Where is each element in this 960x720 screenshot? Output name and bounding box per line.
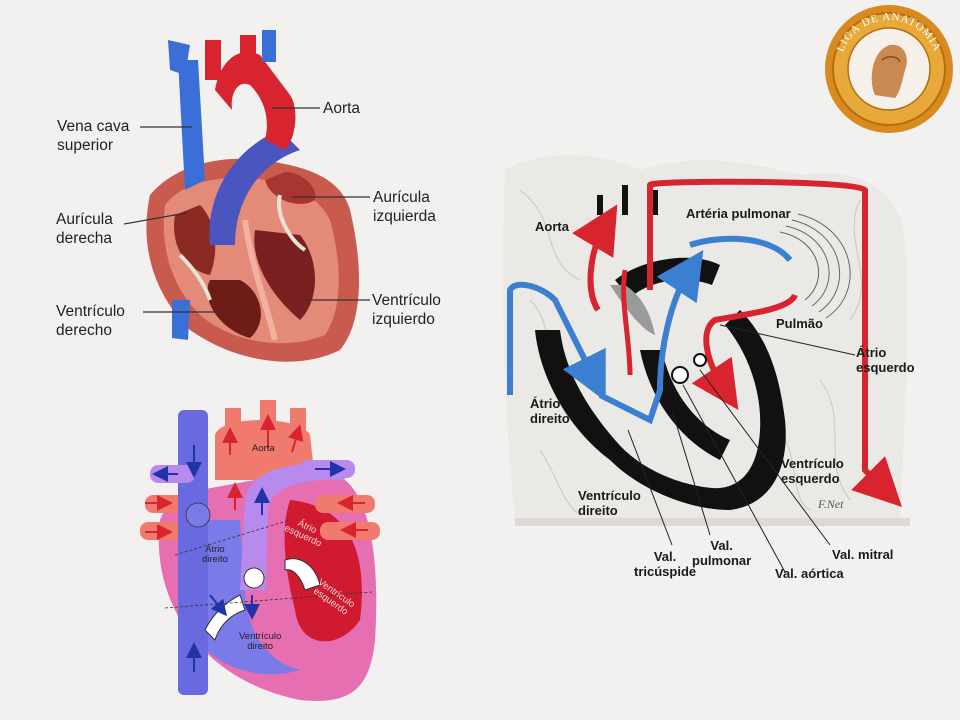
- label-vena-cava-line1: Vena cava: [57, 118, 130, 135]
- label-h2-ventriculo-direito: Ventrículo direito: [239, 632, 281, 652]
- heart-schematic-illustration: [140, 400, 380, 701]
- label-h3-aorta: Aorta: [535, 219, 569, 234]
- heart-anatomical-illustration: [146, 30, 360, 362]
- label-h3-atrio-esq-line2: esquerdo: [856, 360, 915, 375]
- label-auricula-izquierda-line1: Aurícula: [373, 189, 430, 206]
- label-h2-vent-dir-line2: direito: [247, 641, 274, 652]
- label-ventriculo-izquierdo-line1: Ventrículo: [372, 292, 441, 309]
- label-h3-vent-esq-line2: esquerdo: [781, 471, 840, 486]
- label-h2-atrio-dir-line1: Átrio: [205, 544, 225, 555]
- heart3-leader-lines: [627, 324, 856, 573]
- label-ventriculo-derecho-line1: Ventrículo: [56, 303, 125, 320]
- label-h2-atrio-dir-line2: direito: [202, 554, 228, 565]
- label-h3-vent-esq-line1: Ventrículo: [781, 456, 844, 471]
- label-h3-val-pulmonar: Val. pulmonar: [692, 538, 751, 568]
- label-h3-val-pulm-line2: pulmonar: [692, 553, 752, 568]
- label-h3-atrio-direito: Átrio direito: [530, 396, 570, 426]
- label-aorta: Aorta: [323, 100, 361, 117]
- label-h3-val-pulm-line1: Val.: [710, 538, 733, 553]
- label-h3-arteria-pulmonar: Artéria pulmonar: [686, 206, 791, 221]
- label-auricula-derecha-line2: derecha: [56, 230, 113, 247]
- label-h3-val-tric-line2: tricúspide: [634, 564, 697, 579]
- label-h3-val-mitral: Val. mitral: [832, 547, 894, 562]
- label-h2-vent-dir-line1: Ventrículo: [239, 631, 282, 642]
- label-ventriculo-derecho: Ventrículo derecho: [56, 302, 125, 340]
- label-h3-pulmao: Pulmão: [776, 316, 823, 331]
- label-ventriculo-derecho-line2: derecho: [56, 322, 113, 339]
- label-h3-atrio-dir-line1: Átrio: [530, 396, 561, 411]
- label-auricula-derecha: Aurícula derecha: [56, 210, 113, 248]
- label-h3-val-aortica: Val. aórtica: [775, 566, 844, 581]
- label-h3-atrio-esq-line1: Átrio: [856, 345, 887, 360]
- label-h2-aorta: Aorta: [252, 443, 275, 454]
- label-h3-atrio-esquerdo: Átrio esquerdo: [856, 345, 915, 375]
- label-h3-val-tricuspide: Val. tricúspide: [634, 549, 696, 579]
- label-vena-cava-line2: superior: [57, 137, 113, 154]
- label-h3-ventriculo-esquerdo: Ventrículo esquerdo: [781, 456, 844, 486]
- heart1-leader-lines: [123, 107, 370, 313]
- label-ventriculo-izquierdo: Ventrículo izquierdo: [372, 291, 441, 329]
- label-auricula-derecha-line1: Aurícula: [56, 211, 113, 228]
- svg-text:F.Net: F.Net: [817, 497, 844, 511]
- heart-flow-illustration: F.Net: [503, 155, 910, 526]
- label-h3-vent-dir-line1: Ventrículo: [578, 488, 641, 503]
- label-ventriculo-izquierdo-line2: izquierdo: [372, 311, 435, 328]
- label-h2-atrio-direito: Átrio direito: [202, 545, 228, 565]
- label-h3-vent-dir-line2: direito: [578, 503, 618, 518]
- label-auricula-izquierda: Aurícula izquierda: [373, 188, 436, 226]
- label-h3-val-tric-line1: Val.: [653, 549, 677, 564]
- label-auricula-izquierda-line2: izquierda: [373, 208, 436, 225]
- liga-anatomia-logo: LIGA DE ANATOMIA: [825, 5, 953, 133]
- label-h3-ventriculo-direito: Ventrículo direito: [578, 488, 641, 518]
- label-vena-cava-superior: Vena cava superior: [57, 117, 129, 155]
- label-h3-atrio-dir-line2: direito: [530, 411, 570, 426]
